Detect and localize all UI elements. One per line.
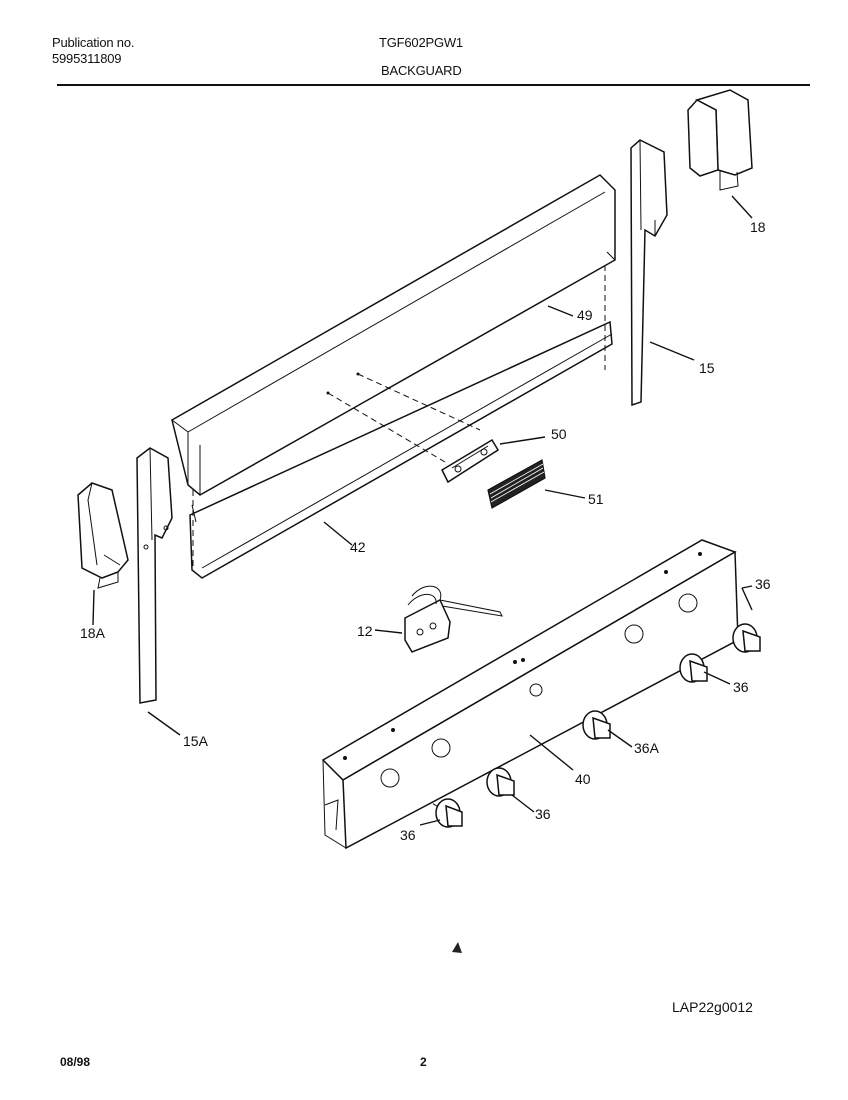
part-backguard-panel bbox=[171, 174, 616, 496]
publication-number: 5995311809 bbox=[52, 51, 122, 66]
part-nameplate-clip bbox=[441, 438, 500, 484]
part-trim-strip bbox=[189, 320, 613, 579]
callout-36-top-right: 36 bbox=[755, 576, 771, 592]
footer-page-number: 2 bbox=[420, 1055, 427, 1069]
callout-18A: 18A bbox=[80, 625, 106, 641]
part-end-cap-left bbox=[77, 482, 129, 589]
callout-36-left: 36 bbox=[400, 827, 416, 843]
part-manifold-panel bbox=[321, 539, 739, 850]
callout-15: 15 bbox=[699, 360, 715, 376]
part-knob-5 bbox=[732, 623, 761, 653]
callout-18: 18 bbox=[750, 219, 766, 235]
callout-36-middle: 36 bbox=[535, 806, 551, 822]
model-number: TGF602PGW1 bbox=[379, 35, 463, 50]
callout-12: 12 bbox=[357, 623, 373, 639]
part-nameplate bbox=[487, 459, 546, 509]
publication-label: Publication no. bbox=[52, 35, 135, 50]
part-switch bbox=[404, 585, 503, 653]
header-rule bbox=[57, 84, 810, 86]
part-knob-3 bbox=[582, 710, 611, 740]
callout-36-right: 36 bbox=[733, 679, 749, 695]
part-knob-2 bbox=[486, 767, 515, 797]
callout-15A: 15A bbox=[183, 733, 209, 749]
footer-date: 08/98 bbox=[60, 1055, 91, 1069]
callout-51: 51 bbox=[588, 491, 604, 507]
part-side-bracket-left bbox=[136, 447, 173, 704]
callout-42: 42 bbox=[350, 539, 366, 555]
callout-36A: 36A bbox=[634, 740, 660, 756]
callout-50: 50 bbox=[551, 426, 567, 442]
part-knob-4 bbox=[679, 653, 708, 683]
diagram-code: LAP22g0012 bbox=[672, 999, 753, 1015]
callout-40: 40 bbox=[575, 771, 591, 787]
callout-leaders bbox=[92, 195, 753, 826]
callout-49: 49 bbox=[577, 307, 593, 323]
scan-mark bbox=[452, 942, 462, 953]
part-knob-1 bbox=[435, 798, 463, 828]
section-title: BACKGUARD bbox=[381, 63, 462, 78]
part-side-bracket-right bbox=[630, 139, 668, 407]
part-end-cap-right bbox=[687, 89, 753, 191]
